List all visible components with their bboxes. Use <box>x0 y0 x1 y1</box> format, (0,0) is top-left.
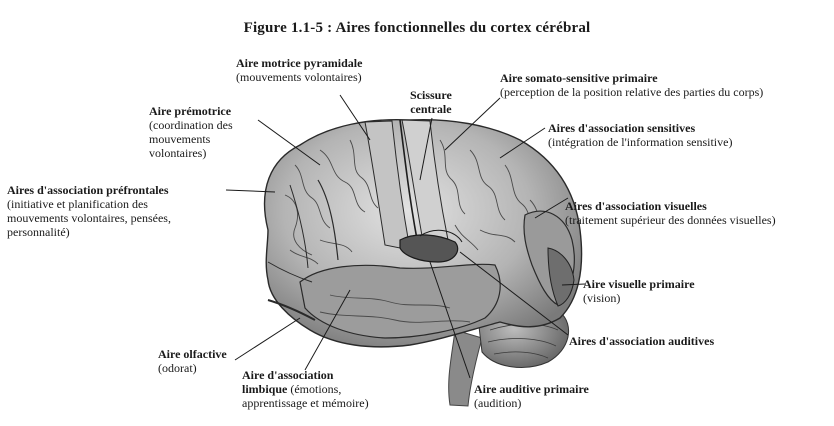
label-name: Aires d'association préfrontales <box>7 183 169 197</box>
label-name: Aire somato-sensitive primaire <box>500 71 658 85</box>
figure-title: Figure 1.1-5 : Aires fonctionnelles du c… <box>243 20 591 36</box>
label-desc: (traitement supérieur des données visuel… <box>565 213 776 227</box>
label-desc-2: (émotions, <box>287 382 342 396</box>
auditory-association-area <box>419 229 463 243</box>
label-name: Aire visuelle primaire <box>583 277 695 291</box>
leader-assoc-sens <box>499 127 546 159</box>
primary-auditory-area <box>399 234 459 263</box>
brainstem <box>448 329 483 407</box>
label-desc-2: mouvements <box>149 132 211 146</box>
label-desc: (audition) <box>474 396 522 410</box>
label-name: Aire prémotrice <box>149 104 232 118</box>
label-name: Aire motrice pyramidale <box>236 56 363 70</box>
label-name: Aire auditive primaire <box>474 382 589 396</box>
label-desc-2: mouvements volontaires, pensées, <box>7 211 171 225</box>
label-aires-prefrontales: Aires d'association préfrontales (initia… <box>7 183 171 239</box>
label-aire-motrice: Aire motrice pyramidale (mouvements volo… <box>236 56 362 84</box>
label-name: Aires d'association sensitives <box>548 121 696 135</box>
leader-auditive-prim <box>429 261 471 379</box>
label-name: Aire olfactive <box>158 347 227 361</box>
leader-motrice <box>339 94 371 141</box>
label-desc-3: apprentissage et mémoire) <box>242 396 369 410</box>
label-name-1: Aire d'association <box>242 368 334 382</box>
label-aires-assoc-visuelles: Aires d'association visuelles (traitemen… <box>565 199 776 227</box>
leader-olfactive <box>234 317 301 361</box>
leader-limbique <box>304 289 351 371</box>
label-scissure-centrale: Scissure centrale <box>410 88 452 116</box>
leader-auditives <box>459 251 569 336</box>
olfactory-bulb <box>267 299 316 321</box>
primary-visual-area <box>547 247 575 307</box>
label-line1: Scissure <box>410 88 452 102</box>
label-desc: (mouvements volontaires) <box>236 70 362 84</box>
label-aires-assoc-auditives: Aires d'association auditives <box>569 334 714 348</box>
label-name-2: limbique <box>242 382 288 396</box>
leader-scissure <box>419 117 433 181</box>
leader-premotrice <box>257 119 321 166</box>
label-line2: centrale <box>410 102 452 116</box>
label-desc: (vision) <box>583 291 621 305</box>
label-desc: (perception de la position relative des … <box>500 85 764 99</box>
label-name: Aires d'association visuelles <box>565 199 707 213</box>
label-aire-somato: Aire somato-sensitive primaire (percepti… <box>500 71 763 99</box>
label-desc-3: volontaires) <box>149 146 207 160</box>
leader-somato <box>444 97 501 151</box>
label-aires-assoc-sensitives: Aires d'association sensitives (intégrat… <box>548 121 732 149</box>
label-desc: (intégration de l'information sensitive) <box>548 135 733 149</box>
label-aire-limbique: Aire d'association limbique (émotions, a… <box>242 368 369 410</box>
label-aire-olfactive: Aire olfactive (odorat) <box>158 347 227 375</box>
leader-visuelles <box>534 197 569 219</box>
label-aire-premotrice: Aire prémotrice (coordination des mouvem… <box>149 104 233 160</box>
leader-prefrontales <box>225 189 276 193</box>
label-desc-1: (initiative et planification des <box>7 197 148 211</box>
leader-visuelle-prim <box>561 283 586 286</box>
label-name: Aires d'association auditives <box>569 334 715 348</box>
label-desc-1: (coordination des <box>149 118 233 132</box>
label-desc-3: personnalité) <box>7 225 70 239</box>
label-aire-visuelle-primaire: Aire visuelle primaire (vision) <box>583 277 695 305</box>
label-desc: (odorat) <box>158 361 197 375</box>
label-aire-auditive-primaire: Aire auditive primaire (audition) <box>474 382 589 410</box>
